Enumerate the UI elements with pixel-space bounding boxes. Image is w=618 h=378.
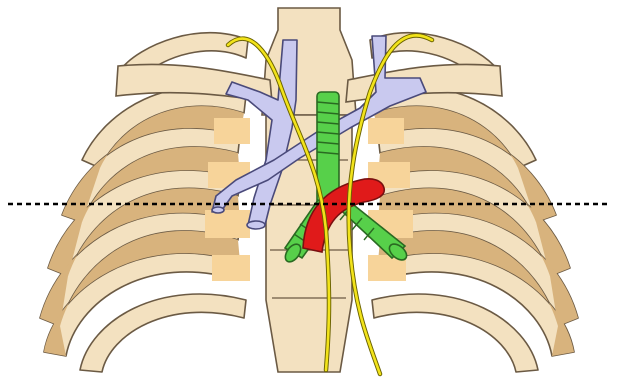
left-vein-end (212, 207, 224, 213)
superior-vena-cava-opening (247, 221, 265, 229)
left-rib-7 (80, 294, 246, 372)
right-rib-7 (372, 294, 538, 372)
